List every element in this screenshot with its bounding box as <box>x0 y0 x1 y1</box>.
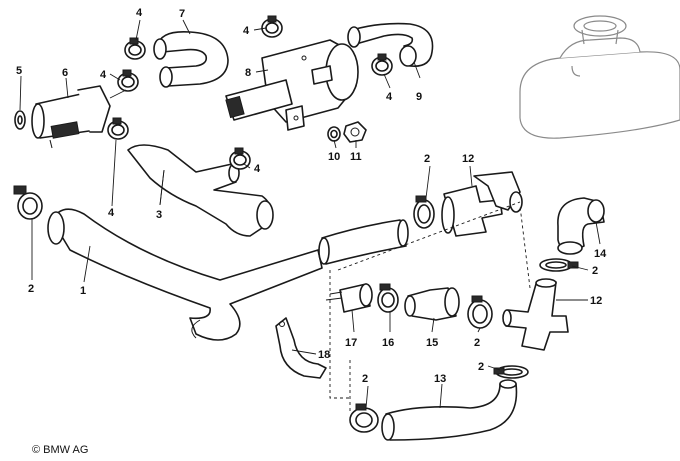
t-piece-part-12-upper <box>441 171 523 237</box>
callout-17: 17 <box>345 337 357 349</box>
hose-part-9 <box>347 22 434 68</box>
copyright-notice: © BMW AG <box>32 444 89 456</box>
callout-14: 14 <box>594 248 607 260</box>
leader-lines <box>19 19 601 409</box>
callout-4: 4 <box>243 25 250 37</box>
hose-clamp-2-right-top <box>539 258 579 272</box>
t-piece-part-12-lower <box>502 278 569 351</box>
callout-2: 2 <box>474 337 480 349</box>
hose-part-3 <box>127 144 274 237</box>
callout-4: 4 <box>386 91 393 103</box>
washer-part-10 <box>327 126 341 142</box>
callout-8: 8 <box>245 67 251 79</box>
hose-clamp-2-mid <box>467 295 493 329</box>
callout-2: 2 <box>28 283 34 295</box>
fitting-part-17 <box>325 283 373 313</box>
hose-segment-center <box>318 219 409 265</box>
callout-5: 5 <box>16 65 22 77</box>
callout-18: 18 <box>318 349 330 361</box>
callout-12: 12 <box>462 153 474 165</box>
callout-4: 4 <box>108 207 115 219</box>
callout-4: 4 <box>254 163 261 175</box>
clamp-part-16 <box>377 283 399 313</box>
callout-13: 13 <box>434 373 446 385</box>
callout-3: 3 <box>156 209 162 221</box>
elbow-part-14 <box>557 197 605 255</box>
hose-part-7 <box>153 30 229 88</box>
callout-12: 12 <box>590 295 602 307</box>
guide-line <box>337 201 521 271</box>
hose-clamp-2-right-mid <box>493 365 529 379</box>
expansion-tank <box>519 15 680 139</box>
callout-2: 2 <box>592 265 598 277</box>
hose-clamp-4-lower-left <box>107 117 129 140</box>
callout-2: 2 <box>424 153 430 165</box>
callout-16: 16 <box>382 337 394 349</box>
pipe-part-6 <box>31 85 111 149</box>
hose-clamp-2-lower <box>349 403 379 433</box>
hose-part-13 <box>381 379 518 441</box>
hose-clamp-2-left <box>13 185 43 220</box>
hose-clamp-2-upper <box>413 195 435 229</box>
hose-clamp-4-mid-left <box>117 69 139 92</box>
callout-10: 10 <box>328 151 340 163</box>
callout-2: 2 <box>362 373 368 385</box>
hose-clamp-4-right <box>371 53 393 76</box>
callout-7: 7 <box>179 8 185 20</box>
callout-labels: 1 2 2 2 2 2 2 3 4 4 4 4 4 4 5 6 7 8 9 10… <box>16 7 607 385</box>
callout-15: 15 <box>426 337 438 349</box>
callout-4: 4 <box>136 7 143 19</box>
callout-1: 1 <box>80 285 86 297</box>
washer-part-5 <box>14 110 26 130</box>
callout-11: 11 <box>350 151 362 163</box>
guide-line <box>329 270 350 399</box>
hose-clamp-4-top-center <box>261 15 283 38</box>
main-hose-part-1 <box>47 208 323 341</box>
bracket-part-18 <box>275 317 327 379</box>
callout-2: 2 <box>478 361 484 373</box>
reducer-part-15 <box>404 287 460 321</box>
nut-part-11 <box>343 121 367 143</box>
hose-clamp-4-center <box>229 147 251 170</box>
heater-valve-part-8 <box>225 39 359 131</box>
callout-4: 4 <box>100 69 107 81</box>
callout-6: 6 <box>62 67 68 79</box>
callout-9: 9 <box>416 91 422 103</box>
hose-clamp-4-upper-left <box>124 37 146 60</box>
guide-line <box>519 205 531 289</box>
